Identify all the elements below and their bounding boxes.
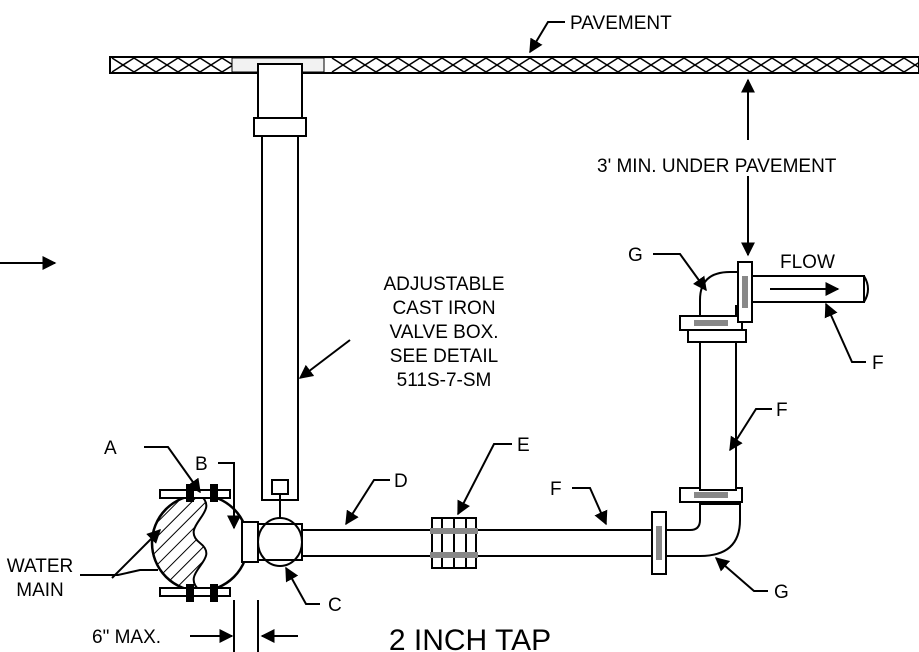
riser-coupling	[687, 329, 747, 343]
callout-d: D	[394, 471, 408, 492]
callout-f-mid: F	[776, 400, 788, 421]
valve-box-note-5: 511S-7-SM	[397, 370, 492, 391]
valve-box	[253, 63, 307, 501]
callout-e: E	[517, 435, 530, 456]
valve-box-note-1: ADJUSTABLE	[383, 274, 504, 295]
min-depth-label: 3' MIN. UNDER PAVEMENT	[597, 156, 837, 177]
water-main-label-2: MAIN	[16, 580, 64, 601]
horizontal-pipe	[301, 529, 657, 557]
max-offset-label: 6" MAX.	[92, 627, 161, 648]
water-main-label-1: WATER	[7, 556, 74, 577]
drawing-title: 2 INCH TAP	[389, 624, 551, 652]
callout-a: A	[104, 438, 117, 459]
leaders	[80, 21, 866, 652]
water-main	[150, 484, 250, 602]
callout-f-bottom: F	[550, 479, 562, 500]
lower-elbow	[651, 487, 743, 575]
callout-b: B	[195, 454, 208, 475]
flow-label: FLOW	[780, 252, 835, 273]
callout-g-top: G	[628, 245, 643, 266]
valve-box-note-3: VALVE BOX.	[389, 322, 498, 343]
valve-body	[241, 479, 303, 567]
callout-f-top: F	[872, 353, 884, 374]
coupling	[430, 517, 478, 569]
valve-box-note-2: CAST IRON	[392, 298, 495, 319]
vertical-riser	[699, 329, 737, 491]
callout-c: C	[328, 595, 342, 616]
callout-g-bottom: G	[774, 582, 789, 603]
pavement-surface	[109, 56, 919, 74]
valve-box-note-4: SEE DETAIL	[390, 346, 498, 367]
upper-elbow	[679, 261, 869, 331]
pavement-label: PAVEMENT	[570, 13, 672, 34]
